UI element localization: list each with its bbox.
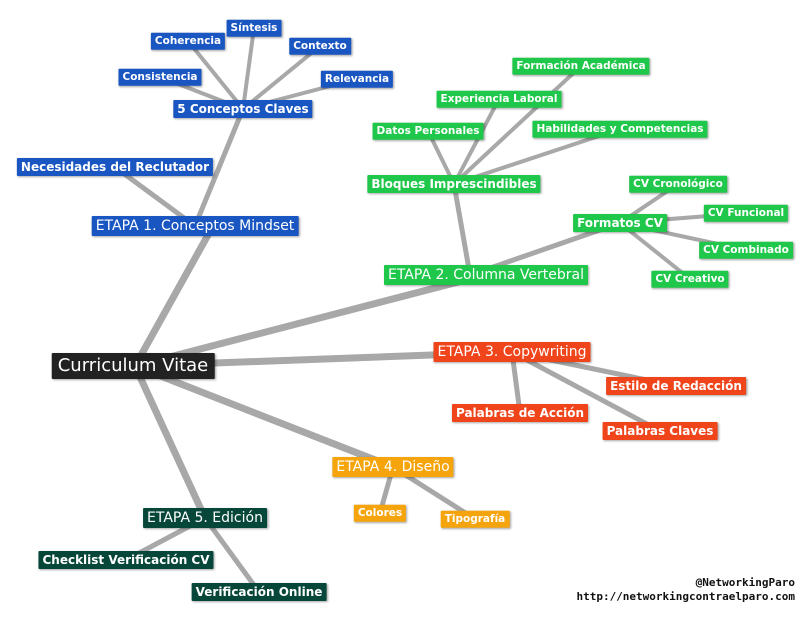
conceptos-claves-node[interactable]: 5 Conceptos Claves xyxy=(173,100,313,118)
cv-funcional-node[interactable]: CV Funcional xyxy=(703,204,789,222)
formatos-node[interactable]: Formatos CV xyxy=(573,214,667,232)
edge-bloques-experiencia xyxy=(452,97,501,186)
edge-formatos-creativo xyxy=(618,221,692,281)
edge-bloques-habilidades xyxy=(452,127,622,186)
credits-handle: @NetworkingParo xyxy=(695,576,795,589)
relevancia-node[interactable]: Relevancia xyxy=(320,70,394,88)
edge-root-etapa4 xyxy=(131,362,397,471)
palabras-claves-node[interactable]: Palabras Claves xyxy=(602,422,718,440)
sintesis-node[interactable]: Síntesis xyxy=(226,19,282,37)
colores-node[interactable]: Colores xyxy=(353,504,407,522)
edge-conceptos-contexto xyxy=(241,44,322,111)
edge-etapa5-online xyxy=(202,515,262,595)
edge-bloques-formacion xyxy=(452,64,583,186)
edge-root-etapa2 xyxy=(131,271,489,370)
cv-cronologico-node[interactable]: CV Cronológico xyxy=(629,175,727,193)
credits-url: http://networkingcontraelparo.com xyxy=(576,590,795,603)
edge-etapa3-claves xyxy=(509,349,663,434)
estilo-node[interactable]: Estilo de Redacción xyxy=(606,377,746,395)
edge-etapa2-bloques xyxy=(451,181,473,278)
consistencia-node[interactable]: Consistencia xyxy=(118,68,202,86)
experiencia-node[interactable]: Experiencia Laboral xyxy=(436,90,562,108)
cv-combinado-node[interactable]: CV Combinado xyxy=(699,241,793,259)
edge-root-etapa5 xyxy=(131,362,209,522)
tipografia-node[interactable]: Tipografía xyxy=(440,510,510,528)
etapa3-node[interactable]: ETAPA 3. Copywriting xyxy=(433,342,591,362)
palabras-accion-node[interactable]: Palabras de Acción xyxy=(451,404,589,422)
etapa4-node[interactable]: ETAPA 4. Diseño xyxy=(332,457,454,477)
coherencia-node[interactable]: Coherencia xyxy=(150,32,226,50)
datos-personales-node[interactable]: Datos Personales xyxy=(372,122,484,140)
edge-etapa3-accion xyxy=(509,349,523,416)
formacion-node[interactable]: Formación Académica xyxy=(512,57,650,75)
edge-root-etapa1 xyxy=(131,222,217,370)
root-node[interactable]: Curriculum Vitae xyxy=(51,353,215,379)
etapa5-node[interactable]: ETAPA 5. Edición xyxy=(143,508,267,528)
checklist-node[interactable]: Checklist Verificación CV xyxy=(38,551,214,569)
etapa1-node[interactable]: ETAPA 1. Conceptos Mindset xyxy=(91,216,299,236)
habilidades-node[interactable]: Habilidades y Competencias xyxy=(532,120,708,138)
verificacion-online-node[interactable]: Verificación Online xyxy=(191,583,327,601)
necesidades-node[interactable]: Necesidades del Reclutador xyxy=(16,158,214,176)
edge-etapa1-conceptos xyxy=(192,106,246,229)
bloques-node[interactable]: Bloques Imprescindibles xyxy=(367,175,541,193)
edge-conceptos-sintesis xyxy=(241,26,256,111)
edge-conceptos-coherencia xyxy=(186,39,245,111)
contexto-node[interactable]: Contexto xyxy=(289,37,351,55)
etapa2-node[interactable]: ETAPA 2. Columna Vertebral xyxy=(384,265,588,285)
credits: @NetworkingParo http://networkingcontrae… xyxy=(576,576,795,604)
cv-creativo-node[interactable]: CV Creativo xyxy=(651,270,729,288)
